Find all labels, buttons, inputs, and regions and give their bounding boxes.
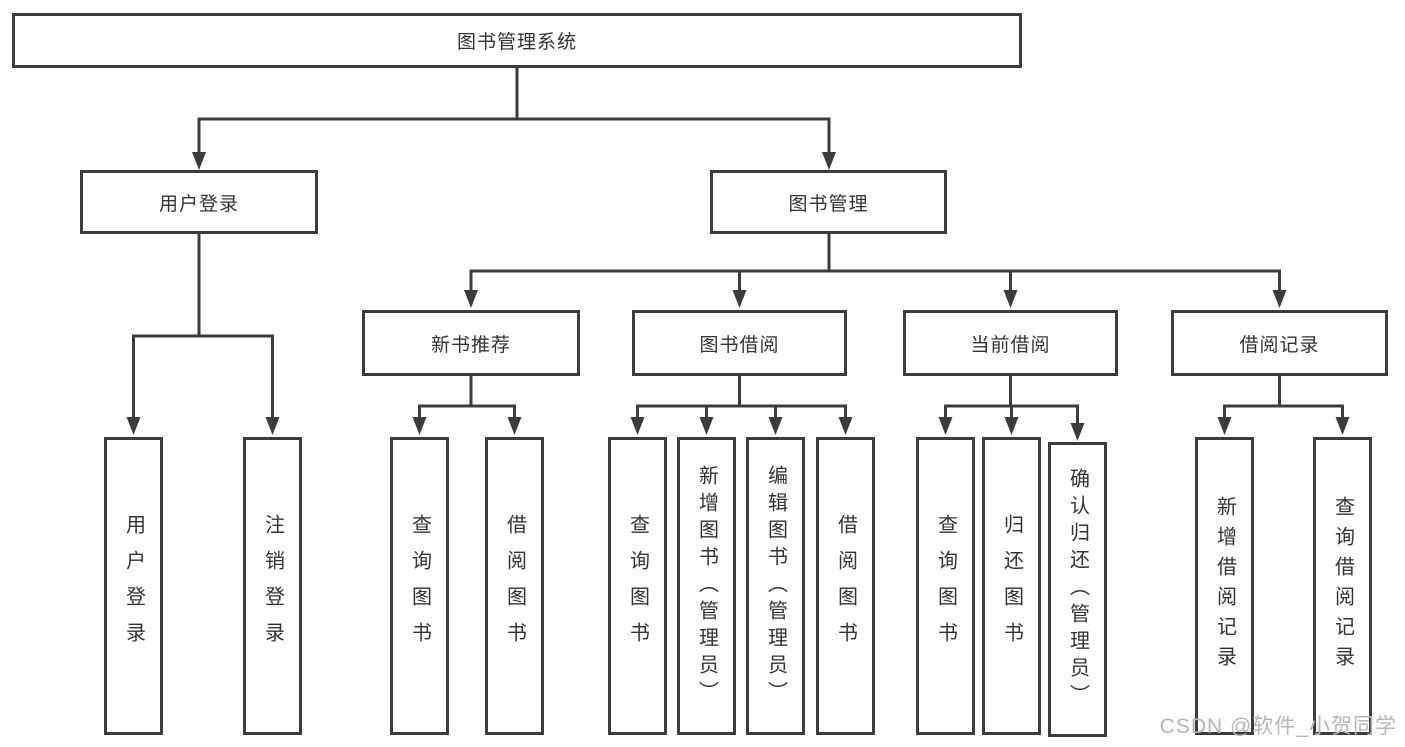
node-logout-label: 注销登录 (261, 514, 284, 658)
node-user-login-label: 用户登录 (158, 193, 239, 215)
node-bb-edit-books-admin: 编辑图书（管理员） (746, 437, 805, 735)
node-bb-query-books: 查询图书 (608, 437, 667, 735)
node-cb-query-books-label: 查询图书 (934, 514, 957, 658)
node-library-system: 图书管理系统 (12, 13, 1022, 68)
node-new-book-recommend: 新书推荐 (362, 310, 580, 376)
node-cb-return-books: 归还图书 (982, 437, 1041, 735)
node-book-borrow-label: 图书借阅 (699, 334, 780, 356)
node-login: 用户登录 (104, 437, 163, 735)
node-cb-confirm-return-admin-label: 确认归还（管理员） (1066, 468, 1089, 711)
node-cb-return-books-label: 归还图书 (1000, 514, 1023, 658)
node-logout: 注销登录 (243, 437, 302, 735)
node-current-borrow-label: 当前借阅 (970, 334, 1051, 356)
node-br-add-record: 新增借阅记录 (1195, 437, 1254, 735)
node-borrow-records: 借阅记录 (1171, 310, 1388, 376)
node-bb-add-books-admin: 新增图书（管理员） (677, 437, 736, 735)
node-nb-borrow-books: 借阅图书 (485, 437, 544, 735)
node-nb-query-books-label: 查询图书 (408, 514, 431, 658)
node-book-management: 图书管理 (710, 170, 947, 234)
node-nb-query-books: 查询图书 (390, 437, 449, 735)
node-cb-confirm-return-admin: 确认归还（管理员） (1048, 442, 1107, 737)
node-new-book-recommend-label: 新书推荐 (430, 334, 511, 356)
node-bb-add-books-admin-label: 新增图书（管理员） (695, 464, 718, 708)
node-current-borrow: 当前借阅 (903, 310, 1118, 376)
node-br-add-record-label: 新增借阅记录 (1213, 496, 1236, 676)
node-library-system-label: 图书管理系统 (456, 32, 577, 53)
node-book-management-label: 图书管理 (788, 193, 869, 215)
node-borrow-records-label: 借阅记录 (1239, 334, 1320, 356)
csdn-watermark: CSDN @软件_小贺同学 (1159, 715, 1397, 738)
node-br-query-record: 查询借阅记录 (1313, 437, 1372, 735)
node-login-label: 用户登录 (122, 514, 145, 658)
node-user-login: 用户登录 (80, 170, 318, 234)
node-bb-borrow-books-label: 借阅图书 (834, 514, 857, 658)
node-br-query-record-label: 查询借阅记录 (1331, 496, 1354, 676)
node-bb-query-books-label: 查询图书 (626, 514, 649, 658)
node-bb-edit-books-admin-label: 编辑图书（管理员） (764, 464, 787, 708)
node-bb-borrow-books: 借阅图书 (816, 437, 875, 735)
node-cb-query-books: 查询图书 (916, 437, 975, 735)
node-book-borrow: 图书借阅 (632, 310, 847, 376)
node-nb-borrow-books-label: 借阅图书 (503, 514, 526, 658)
